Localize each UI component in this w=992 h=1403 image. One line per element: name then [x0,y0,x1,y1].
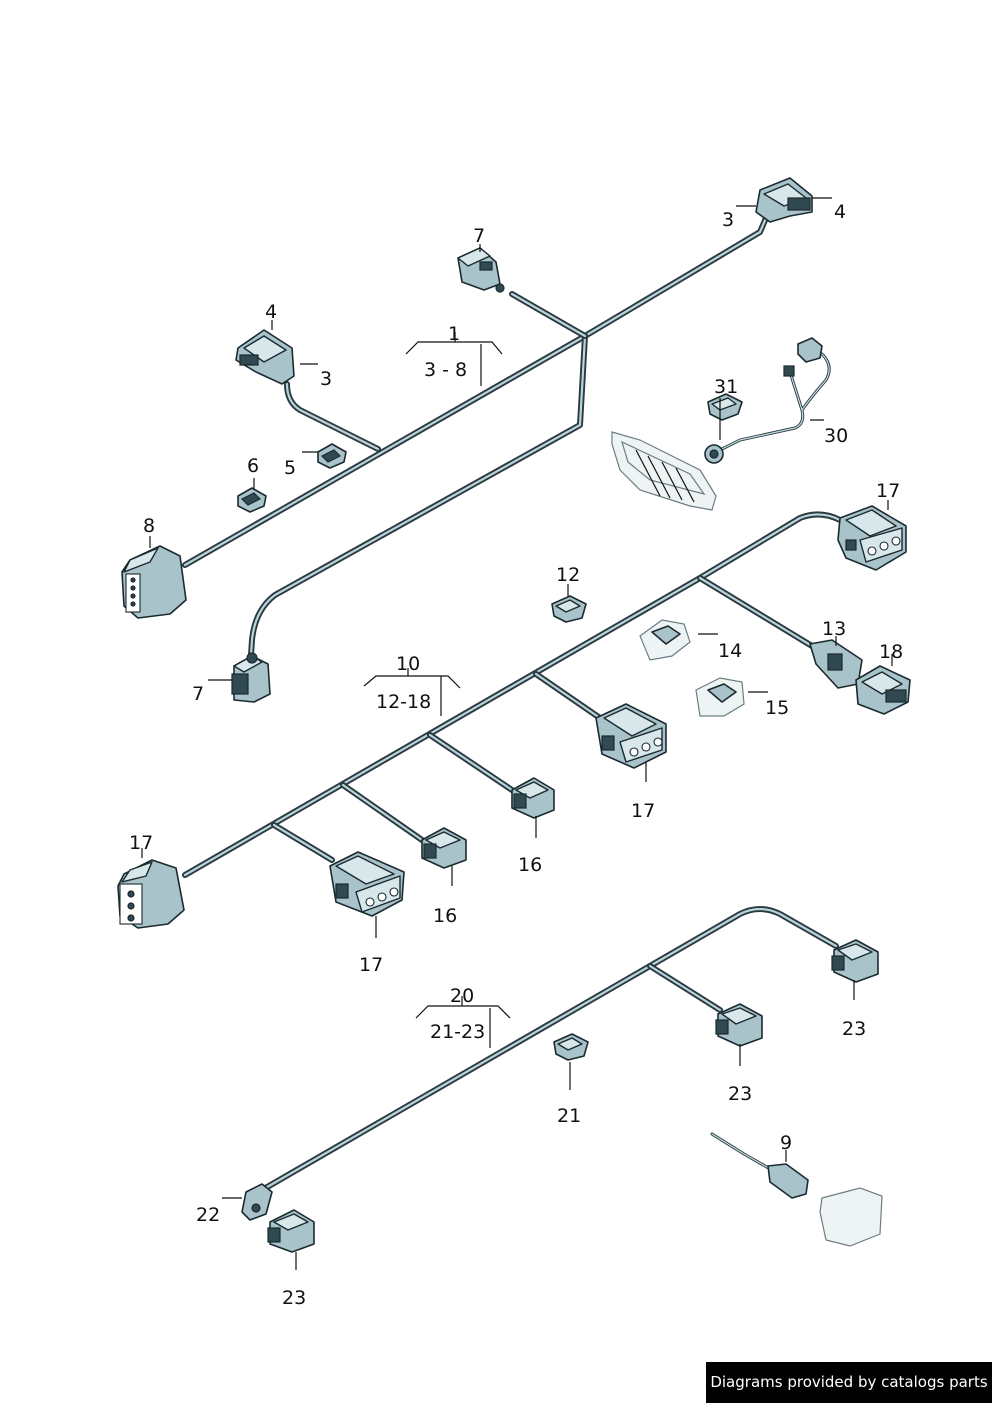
label-12[interactable]: 12 [556,564,580,586]
connector-7-top[interactable] [457,247,505,293]
holder-15[interactable] [695,677,745,717]
label-4-top[interactable]: 4 [834,201,846,223]
label-23-bottom-left[interactable]: 23 [282,1287,306,1309]
label-23-top-right[interactable]: 23 [842,1018,866,1040]
label-17-left[interactable]: 17 [129,832,153,854]
connector-16-right[interactable] [511,777,555,819]
label-22[interactable]: 22 [196,1204,220,1226]
label-30[interactable]: 30 [824,425,848,447]
label-6[interactable]: 6 [247,455,259,477]
harness-1 [121,177,813,703]
label-7-top[interactable]: 7 [473,225,485,247]
holder-14[interactable] [639,619,691,661]
connector-17-bottom[interactable] [329,851,405,917]
connector-4-top[interactable] [755,177,813,223]
harness-10-wires [182,511,843,878]
connector-7-left[interactable] [231,652,271,703]
grommet-22[interactable] [241,1183,273,1221]
label-23-middle[interactable]: 23 [728,1083,752,1105]
label-4-left[interactable]: 4 [265,301,277,323]
footer-credit: Diagrams provided by catalogs parts [706,1362,992,1403]
label-21[interactable]: 21 [557,1105,581,1127]
label-harness-20[interactable]: 20 [450,985,474,1007]
connector-17-middle[interactable] [595,703,667,769]
clip-21[interactable] [553,1033,589,1061]
label-harness-10[interactable]: 10 [396,653,420,675]
connector-23-middle[interactable] [715,1003,763,1047]
connector-4-left[interactable] [235,329,295,385]
connector-18[interactable] [855,665,911,715]
part-labels: 1 3 - 8 3 4 7 4 3 5 6 8 7 31 30 17 12 14… [129,201,903,1309]
clip-12[interactable] [551,595,587,623]
connector-13[interactable] [809,639,863,689]
label-9[interactable]: 9 [780,1132,792,1154]
connector-17-top-right[interactable] [837,505,907,571]
clip-6[interactable] [237,487,267,513]
harness-10 [117,505,911,929]
connector-17-left[interactable] [117,859,185,929]
label-range-10: 12-18 [376,691,431,713]
label-16-right[interactable]: 16 [518,854,542,876]
label-8[interactable]: 8 [143,515,155,537]
label-range-1: 3 - 8 [424,359,467,381]
grille [611,431,717,511]
connector-8[interactable] [121,545,187,619]
label-3-top[interactable]: 3 [722,209,734,231]
label-17-top-right[interactable]: 17 [876,480,900,502]
label-14[interactable]: 14 [718,640,742,662]
clip-5[interactable] [317,443,347,469]
label-13[interactable]: 13 [822,618,846,640]
label-16-left[interactable]: 16 [433,905,457,927]
leader-lines [141,197,893,1270]
sensor-9[interactable] [710,1132,883,1247]
label-15[interactable]: 15 [765,697,789,719]
label-17-bottom[interactable]: 17 [359,954,383,976]
label-range-20: 21-23 [430,1021,485,1043]
harness-20 [241,906,879,1253]
label-18[interactable]: 18 [879,641,903,663]
harness-20-wires [259,906,839,1193]
label-7-left[interactable]: 7 [192,683,204,705]
connector-23-top-right[interactable] [831,939,879,983]
label-17-middle[interactable]: 17 [631,800,655,822]
label-3-left[interactable]: 3 [320,368,332,390]
harness-1-wires [182,215,769,658]
label-harness-1[interactable]: 1 [448,323,460,345]
clip-31[interactable] [707,393,743,421]
sensor-30[interactable] [704,337,831,464]
label-5[interactable]: 5 [284,457,296,479]
connector-23-bottom-left[interactable] [267,1209,315,1253]
connector-16-left[interactable] [421,827,467,869]
label-31[interactable]: 31 [714,376,738,398]
